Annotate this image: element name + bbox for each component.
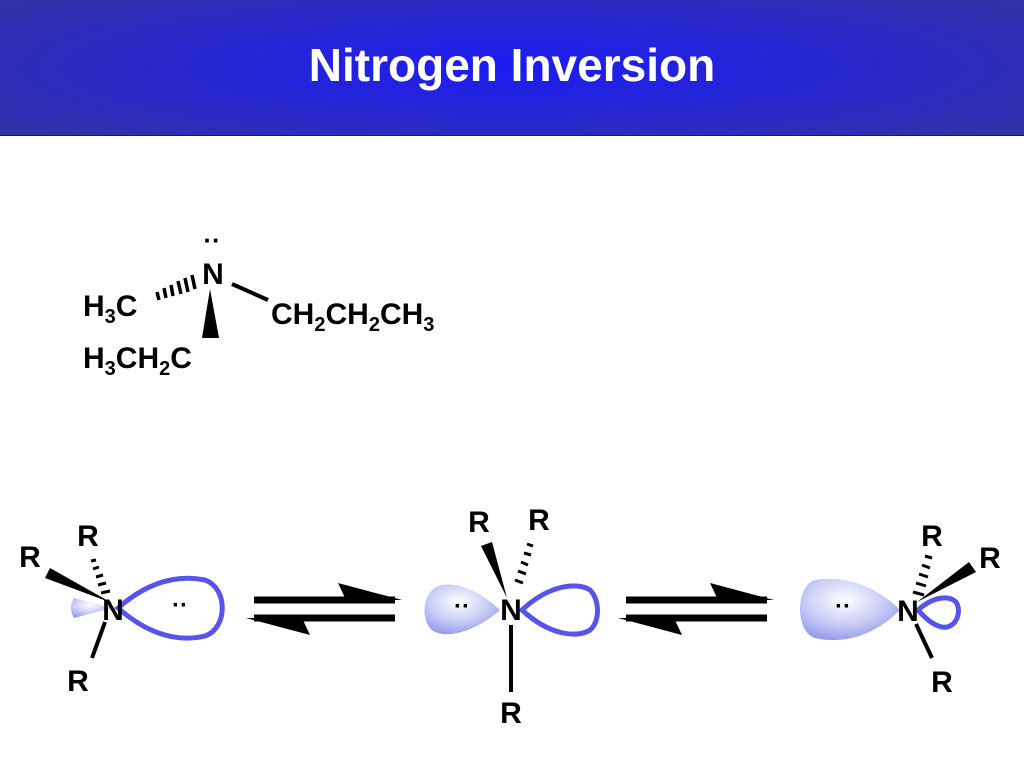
- large-orbital-lobe: [114, 575, 225, 641]
- substituent-r: R: [500, 697, 522, 730]
- substituent-r: R: [528, 504, 550, 537]
- nitrogen-atom: N: [897, 595, 919, 628]
- methylethylpropylamine-structure: ·· N H3C CH2CH2CH3 H3CH2C: [83, 225, 434, 380]
- small-orbital-lobe: [914, 595, 961, 630]
- methyl-group: H3C: [83, 290, 137, 328]
- lone-pair-dots: ··: [203, 225, 220, 255]
- left-orbital-lobe: [424, 584, 500, 635]
- hashed-bond: [912, 554, 933, 597]
- equilibrium-arrows: [246, 583, 402, 635]
- substituent-r: R: [931, 666, 953, 699]
- wedge-bond: [45, 568, 112, 603]
- wedge-bond-ethyl: [202, 289, 219, 338]
- slide-title: Nitrogen Inversion: [308, 39, 716, 91]
- small-orbital-lobe: [71, 598, 112, 618]
- right-orbital-lobe: [518, 583, 600, 637]
- reverse-arrowhead: [618, 618, 682, 635]
- wedge-bond: [917, 562, 976, 602]
- equilibrium-arrows: [618, 583, 774, 635]
- propyl-group: CH2CH2CH3: [271, 298, 434, 336]
- lone-pair-dots: ··: [835, 593, 851, 620]
- bond-propyl: [231, 282, 269, 302]
- substituent-r: R: [468, 506, 490, 539]
- plain-bond: [90, 621, 107, 659]
- forward-arrowhead: [338, 583, 402, 600]
- hashed-bond: [90, 558, 111, 595]
- nitrogen-atom: N: [102, 594, 124, 627]
- substituent-r: R: [921, 520, 943, 553]
- pyramidal-amine-right: N ·· R R R: [800, 520, 1001, 699]
- substituent-r: R: [19, 541, 41, 574]
- hashed-bond-methyl: [155, 274, 197, 301]
- forward-arrowhead: [710, 583, 774, 600]
- substituent-r: R: [77, 520, 99, 553]
- title-banner: Nitrogen Inversion: [0, 0, 1024, 136]
- large-orbital-lobe: [800, 578, 900, 641]
- hashed-bond: [514, 542, 534, 585]
- pyramidal-amine-left: N ·· R R R: [19, 520, 225, 698]
- substituent-r: R: [979, 542, 1001, 575]
- lone-pair-dots: ··: [454, 593, 470, 620]
- planar-transition-state: N ·· R R R: [424, 504, 600, 730]
- nitrogen-atom: N: [500, 594, 522, 627]
- nitrogen-atom: N: [202, 258, 224, 291]
- lone-pair-dots: ··: [172, 592, 188, 619]
- reverse-arrowhead: [246, 618, 310, 635]
- wedge-bond: [481, 542, 507, 598]
- substituent-r: R: [67, 665, 89, 698]
- plain-bond: [914, 623, 934, 659]
- ethyl-group: H3CH2C: [83, 342, 192, 380]
